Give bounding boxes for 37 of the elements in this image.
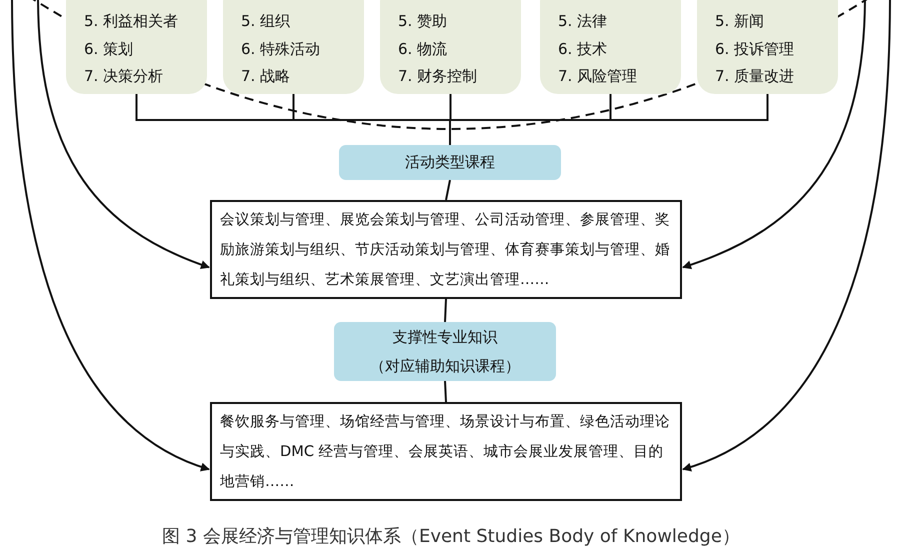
topic-card [540, 0, 681, 94]
list-item: 6. 投诉管理 [715, 38, 796, 60]
topic-card [66, 0, 207, 94]
list-item: 5. 新闻 [715, 11, 766, 32]
course-list: 餐饮服务与管理、场馆经营与管理、场景设计与布置、绿色活动理论与实践、DMC 经营与管理、会展英语、城市会展业发展管理、目的地营销…… [220, 413, 670, 490]
connector-line [444, 298, 447, 322]
list-item: 5. 赞助 [398, 11, 448, 32]
list-item: 7. 战略 [241, 66, 292, 87]
list-item: 7. 质量改进 [715, 66, 796, 87]
list-item: 5. 利益相关者 [84, 11, 180, 32]
course-box [210, 402, 682, 501]
curved-arrow [682, 0, 866, 269]
course-list: 会议策划与管理、展览会策划与管理、公司活动管理、参展管理、奖励旅游策划与组织、节庆活动策划与管理、体育赛事策划与管理、婚礼策划与组织、艺术策展管理、文艺演出管理…… [220, 211, 670, 288]
box-label: 活动类型课程 [405, 152, 495, 173]
category-box [334, 322, 556, 381]
list-item: 5. 法律 [558, 11, 608, 32]
box-label: 支撑性专业知识 [392, 326, 498, 348]
figure-caption: 图 3 会展经济与管理知识体系（Event Studies Body of Knowledge） [162, 525, 740, 548]
list-item: 6. 物流 [398, 38, 448, 60]
curved-arrow [682, 0, 891, 471]
connector-line [445, 180, 451, 200]
course-box [210, 200, 682, 299]
list-item: 6. 特殊活动 [241, 38, 322, 60]
box-label: （对应辅助知识课程） [370, 356, 520, 376]
list-item: 6. 策划 [84, 38, 134, 60]
curved-arrow [37, 0, 210, 269]
topic-card [380, 0, 521, 94]
list-item: 7. 财务控制 [398, 66, 478, 87]
topic-card [697, 0, 838, 94]
topic-card [223, 0, 364, 94]
list-item: 7. 风险管理 [558, 66, 638, 87]
list-item: 5. 组织 [241, 11, 292, 32]
connector-line [444, 380, 447, 402]
curved-arrow [11, 0, 210, 471]
category-box [339, 145, 561, 180]
list-item: 7. 决策分析 [84, 66, 164, 87]
list-item: 6. 技术 [558, 38, 608, 60]
